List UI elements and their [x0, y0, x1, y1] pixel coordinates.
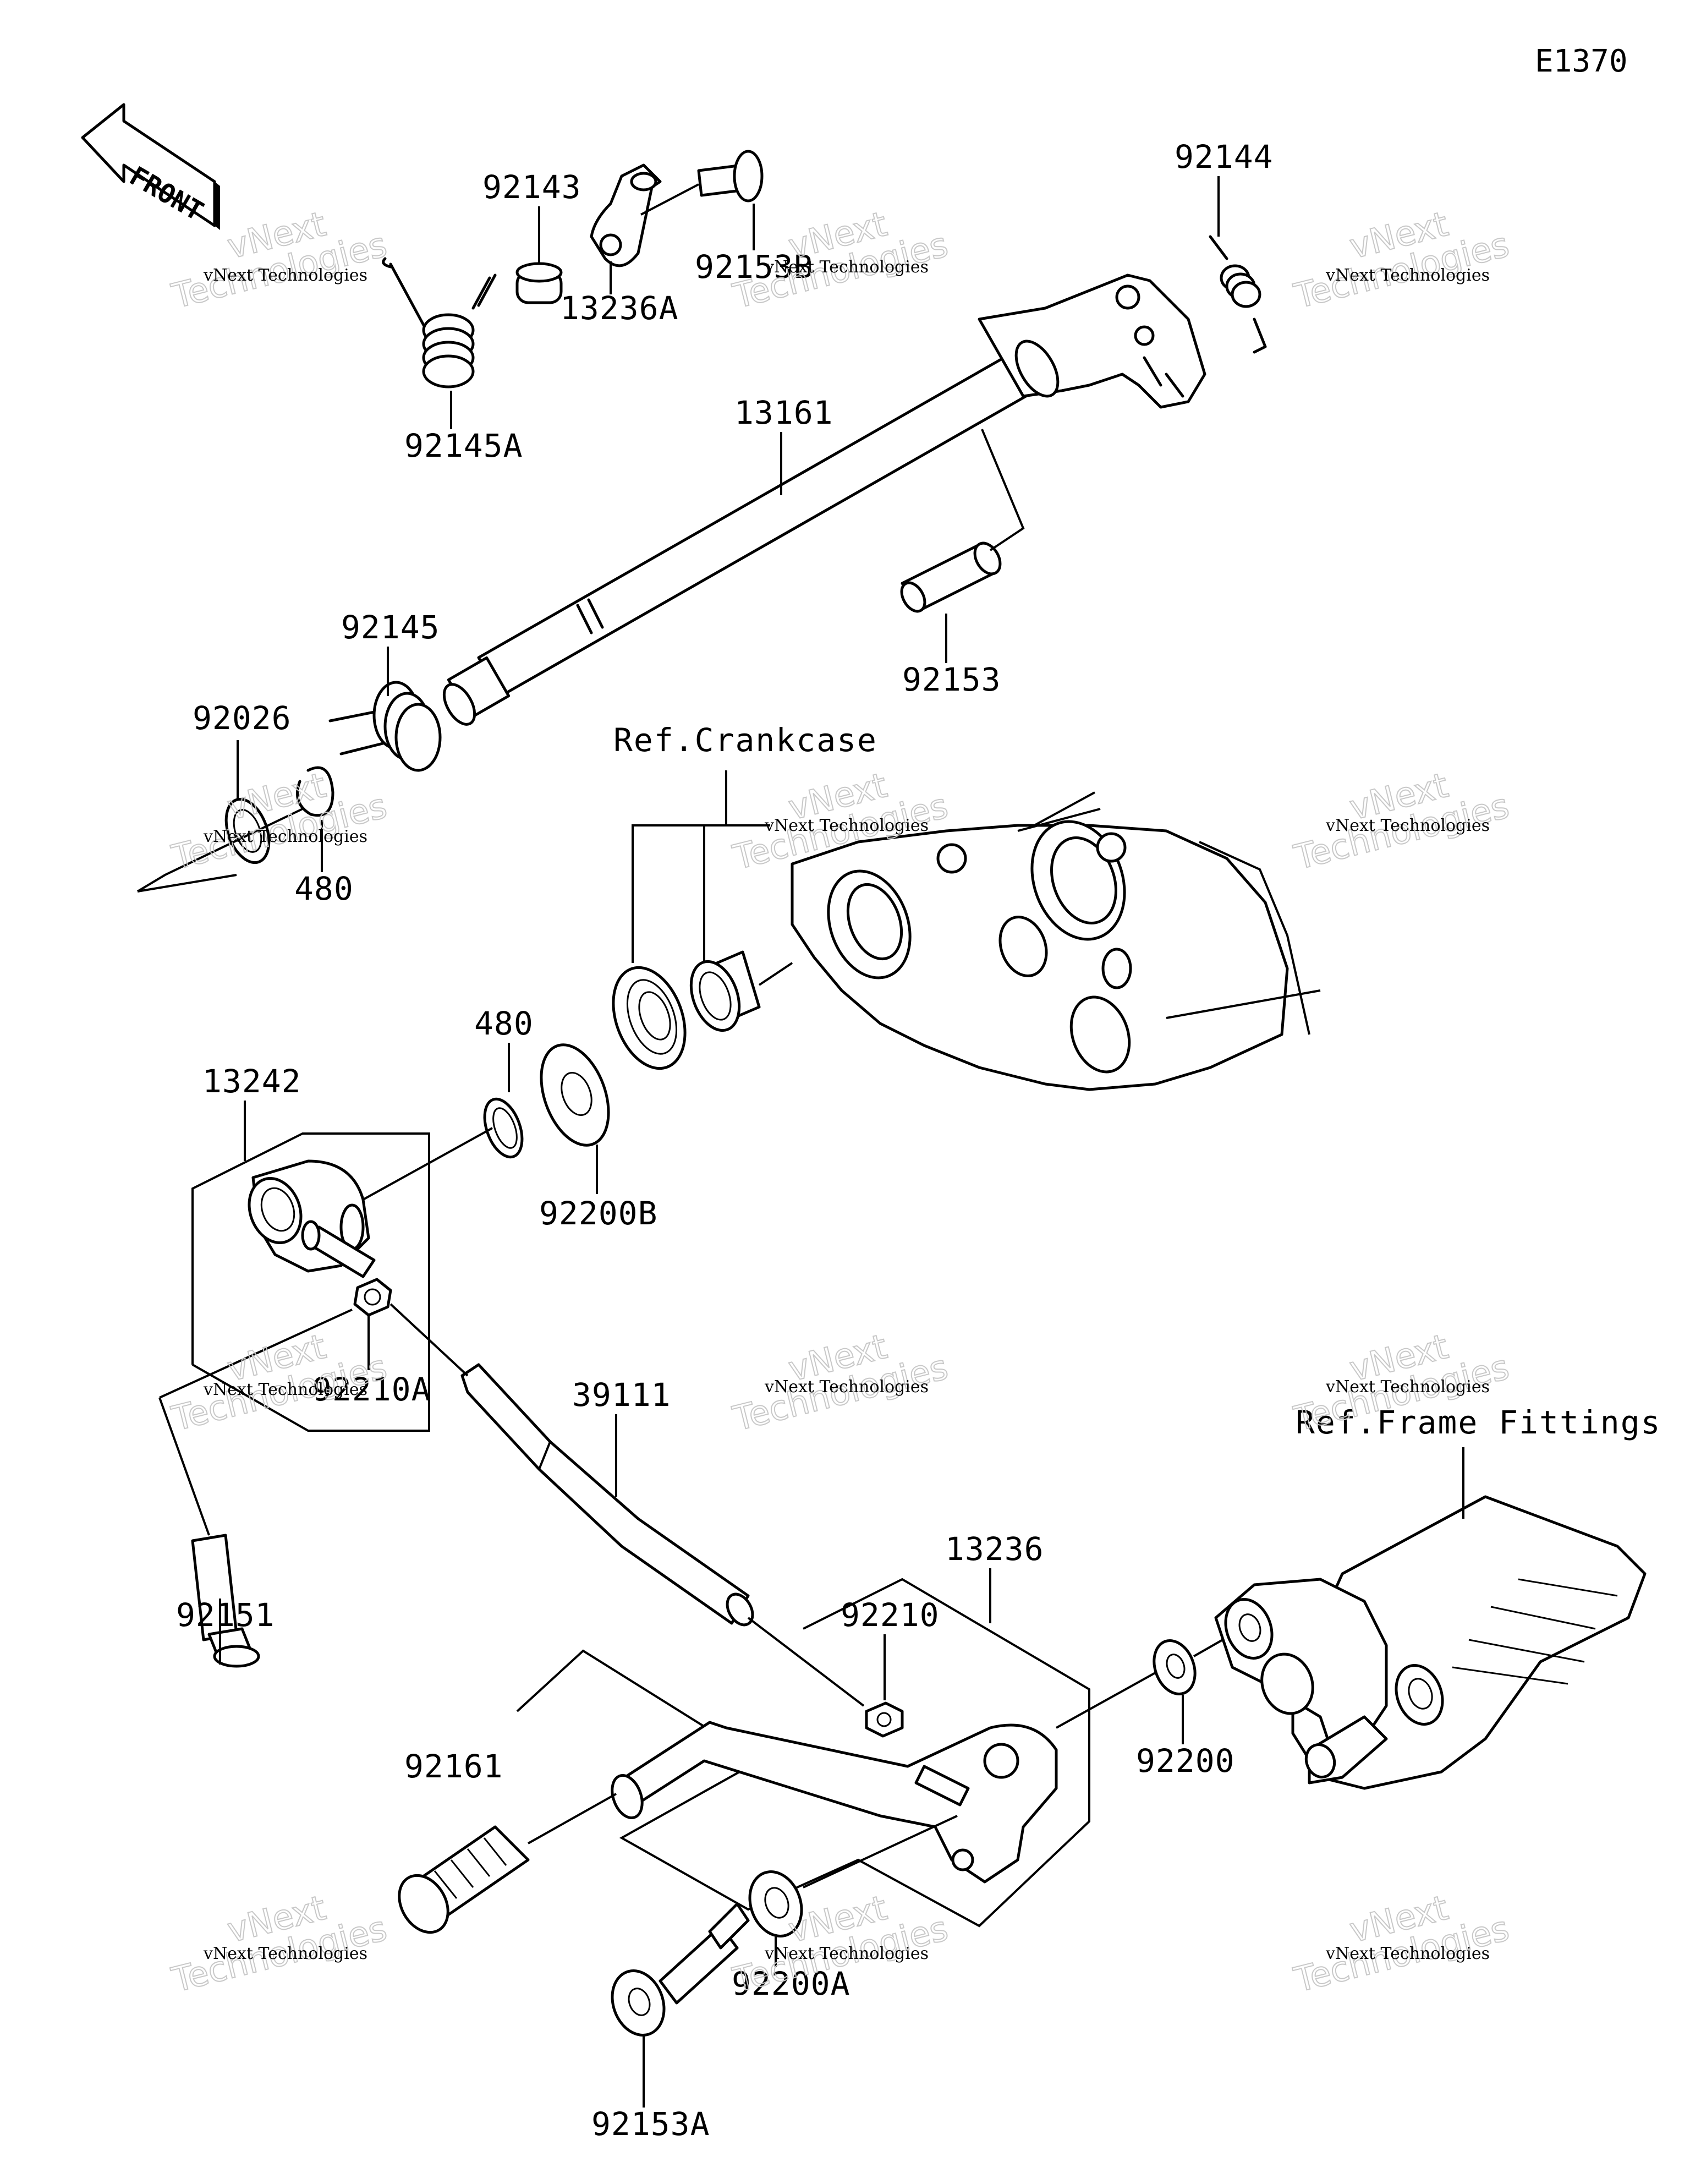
label-13236: 13236	[945, 1530, 1044, 1568]
label-92145a: 92145A	[404, 427, 523, 464]
label-92210a: 92210A	[312, 1371, 431, 1408]
shift-shaft-13161	[442, 273, 1206, 726]
washer-92200b	[540, 1043, 610, 1147]
watermark-brand: vNext Technologies	[203, 1944, 367, 1963]
frame-fittings-reference	[1214, 1447, 1647, 1790]
watermark-brand: vNext Technologies	[203, 1380, 367, 1399]
collar-92143	[515, 262, 563, 304]
label-92200a: 92200A	[732, 1965, 851, 2002]
watermark-brand: vNext Technologies	[764, 1377, 929, 1397]
label-92153b: 92153B	[695, 248, 814, 286]
spring-92144	[1209, 235, 1267, 354]
label-92144: 92144	[1175, 138, 1274, 176]
nut-92210	[865, 1701, 904, 1738]
circlip-480-top	[296, 766, 334, 817]
circlip-480-mid	[483, 1097, 524, 1159]
label-39111: 39111	[572, 1376, 671, 1414]
label-13242: 13242	[202, 1063, 301, 1100]
washer-92200	[1153, 1639, 1197, 1695]
front-arrow-icon: FRONT	[81, 103, 220, 230]
crankcase-reference	[758, 791, 1321, 1091]
watermark-brand: vNext Technologies	[1325, 1377, 1490, 1397]
label-92153: 92153	[902, 661, 1001, 698]
watermark-brand: vNext Technologies	[764, 816, 929, 835]
stud-bolt	[914, 1765, 970, 1807]
label-92200b: 92200B	[539, 1195, 658, 1232]
label-92143: 92143	[482, 168, 581, 206]
washer-92026	[224, 797, 271, 864]
leader-lines	[219, 176, 1220, 2108]
watermark-brand: vNext Technologies	[764, 258, 929, 277]
label-92210: 92210	[841, 1596, 940, 1634]
spring-92145a	[382, 257, 497, 388]
lever-13236a	[590, 163, 662, 267]
label-480-mid: 480	[474, 1005, 534, 1042]
pin-92153	[900, 429, 1025, 613]
watermark-brand: vNext Technologies	[203, 266, 367, 285]
shift-pedal-13236	[611, 1721, 1058, 1884]
label-92151: 92151	[176, 1596, 275, 1634]
spring-92145	[328, 681, 442, 772]
watermark-brand: vNext Technologies	[1325, 266, 1490, 285]
needle-bearing	[689, 950, 761, 1032]
watermark-brand: vNext Technologies	[1325, 816, 1490, 835]
label-13161: 13161	[734, 394, 833, 431]
bolt-92153b	[640, 150, 764, 216]
bolt-92151	[158, 1309, 353, 1668]
watermark-brand: vNext Technologies	[1325, 1944, 1490, 1963]
label-480-top: 480	[294, 870, 354, 907]
ref-frame-fittings: Ref.Frame Fittings	[1296, 1404, 1661, 1441]
tie-rod-39111	[460, 1363, 754, 1627]
label-92161: 92161	[404, 1748, 503, 1785]
bolt-92153a	[611, 1902, 750, 2037]
label-13236a: 13236A	[560, 289, 679, 327]
ref-crankcase: Ref.Crankcase	[613, 721, 877, 759]
label-92200: 92200	[1136, 1742, 1235, 1780]
pedal-rubber-92161	[398, 1825, 530, 1934]
watermark-brand: vNext Technologies	[764, 1944, 929, 1963]
washer-92200a	[748, 1870, 803, 1937]
nut-92210a	[353, 1278, 392, 1317]
label-92153a: 92153A	[591, 2105, 710, 2143]
label-92145: 92145	[341, 609, 440, 646]
oil-seal	[612, 966, 687, 1070]
lever-joint-13242	[248, 1159, 376, 1278]
label-92026: 92026	[193, 699, 292, 737]
diagram-code: E1370	[1535, 43, 1628, 79]
watermark-brand: vNext Technologies	[203, 827, 367, 846]
